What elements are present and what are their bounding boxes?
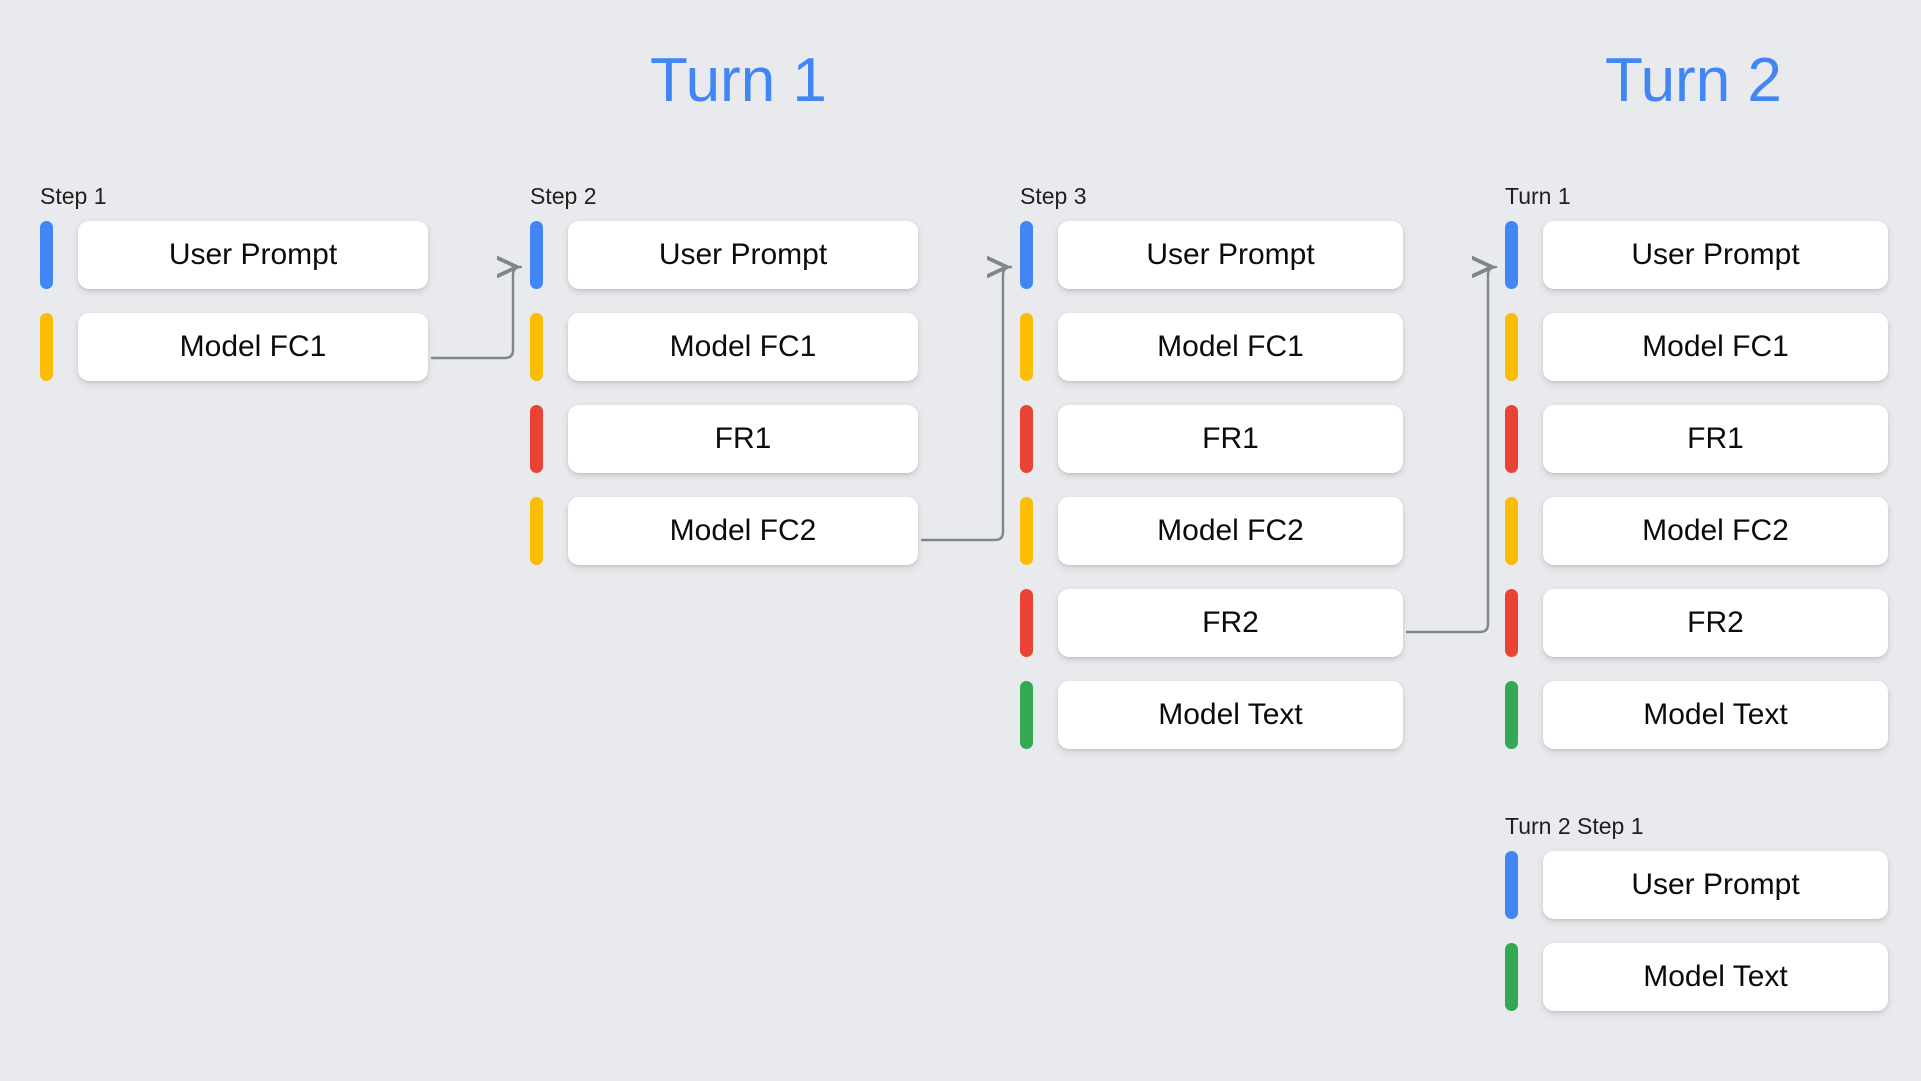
- status-bar-blue-icon: [1020, 221, 1033, 289]
- card-label: Model FC1: [568, 313, 918, 381]
- row-fr1[interactable]: FR1: [1505, 405, 1888, 473]
- card-label: Model Text: [1543, 943, 1888, 1011]
- card-label: Model FC1: [1058, 313, 1403, 381]
- card-label: Model FC1: [78, 313, 428, 381]
- row-model-fc1[interactable]: Model FC1: [530, 313, 918, 381]
- card-label: User Prompt: [1543, 221, 1888, 289]
- status-bar-red-icon: [1505, 405, 1518, 473]
- status-bar-yellow-icon: [530, 313, 543, 381]
- row-fr2[interactable]: FR2: [1020, 589, 1403, 657]
- row-fr1[interactable]: FR1: [530, 405, 918, 473]
- status-bar-green-icon: [1505, 681, 1518, 749]
- row-user-prompt[interactable]: User Prompt: [40, 221, 428, 289]
- status-bar-yellow-icon: [40, 313, 53, 381]
- status-bar-red-icon: [530, 405, 543, 473]
- status-bar-blue-icon: [1505, 221, 1518, 289]
- row-list-step-1: User Prompt Model FC1: [40, 221, 428, 381]
- connector-step1-to-step2: [430, 265, 523, 360]
- status-bar-yellow-icon: [1505, 497, 1518, 565]
- row-user-prompt[interactable]: User Prompt: [1505, 851, 1888, 919]
- status-bar-yellow-icon: [1020, 497, 1033, 565]
- card-label: Model FC2: [1058, 497, 1403, 565]
- card-label: FR2: [1543, 589, 1888, 657]
- row-user-prompt[interactable]: User Prompt: [1505, 221, 1888, 289]
- row-model-fc2[interactable]: Model FC2: [530, 497, 918, 565]
- column-label-turn-1: Turn 1: [1505, 183, 1571, 209]
- card-label: User Prompt: [1543, 851, 1888, 919]
- row-model-fc1[interactable]: Model FC1: [1505, 313, 1888, 381]
- row-fr1[interactable]: FR1: [1020, 405, 1403, 473]
- status-bar-green-icon: [1020, 681, 1033, 749]
- row-fr2[interactable]: FR2: [1505, 589, 1888, 657]
- turn-2-heading: Turn 2: [1605, 46, 1782, 115]
- status-bar-yellow-icon: [1020, 313, 1033, 381]
- row-model-fc1[interactable]: Model FC1: [40, 313, 428, 381]
- card-label: User Prompt: [78, 221, 428, 289]
- turn-1-heading: Turn 1: [650, 46, 827, 115]
- row-user-prompt[interactable]: User Prompt: [1020, 221, 1403, 289]
- column-label-turn-2-step-1: Turn 2 Step 1: [1505, 813, 1644, 839]
- row-model-text[interactable]: Model Text: [1020, 681, 1403, 749]
- status-bar-blue-icon: [530, 221, 543, 289]
- column-label-step-2: Step 2: [530, 183, 597, 209]
- connector-step3-to-turn1: [1405, 265, 1498, 634]
- card-label: FR1: [568, 405, 918, 473]
- connector-step2-to-step3: [920, 265, 1013, 542]
- row-model-fc2[interactable]: Model FC2: [1505, 497, 1888, 565]
- card-label: FR1: [1058, 405, 1403, 473]
- row-list-step-3: User Prompt Model FC1 FR1 Model FC2 FR2 …: [1020, 221, 1403, 749]
- row-list-turn-1: User Prompt Model FC1 FR1 Model FC2 FR2 …: [1505, 221, 1888, 749]
- status-bar-red-icon: [1020, 405, 1033, 473]
- card-label: FR2: [1058, 589, 1403, 657]
- row-list-turn-2-step-1: User Prompt Model Text: [1505, 851, 1888, 1011]
- card-label: Model FC1: [1543, 313, 1888, 381]
- status-bar-yellow-icon: [1505, 313, 1518, 381]
- card-label: FR1: [1543, 405, 1888, 473]
- status-bar-green-icon: [1505, 943, 1518, 1011]
- status-bar-red-icon: [1020, 589, 1033, 657]
- status-bar-yellow-icon: [530, 497, 543, 565]
- card-label: User Prompt: [568, 221, 918, 289]
- row-user-prompt[interactable]: User Prompt: [530, 221, 918, 289]
- status-bar-blue-icon: [40, 221, 53, 289]
- card-label: Model FC2: [1543, 497, 1888, 565]
- card-label: Model Text: [1543, 681, 1888, 749]
- row-model-fc2[interactable]: Model FC2: [1020, 497, 1403, 565]
- column-label-step-3: Step 3: [1020, 183, 1087, 209]
- card-label: User Prompt: [1058, 221, 1403, 289]
- row-model-text[interactable]: Model Text: [1505, 681, 1888, 749]
- card-label: Model Text: [1058, 681, 1403, 749]
- status-bar-red-icon: [1505, 589, 1518, 657]
- status-bar-blue-icon: [1505, 851, 1518, 919]
- card-label: Model FC2: [568, 497, 918, 565]
- row-list-step-2: User Prompt Model FC1 FR1 Model FC2: [530, 221, 918, 565]
- column-label-step-1: Step 1: [40, 183, 107, 209]
- row-model-text[interactable]: Model Text: [1505, 943, 1888, 1011]
- row-model-fc1[interactable]: Model FC1: [1020, 313, 1403, 381]
